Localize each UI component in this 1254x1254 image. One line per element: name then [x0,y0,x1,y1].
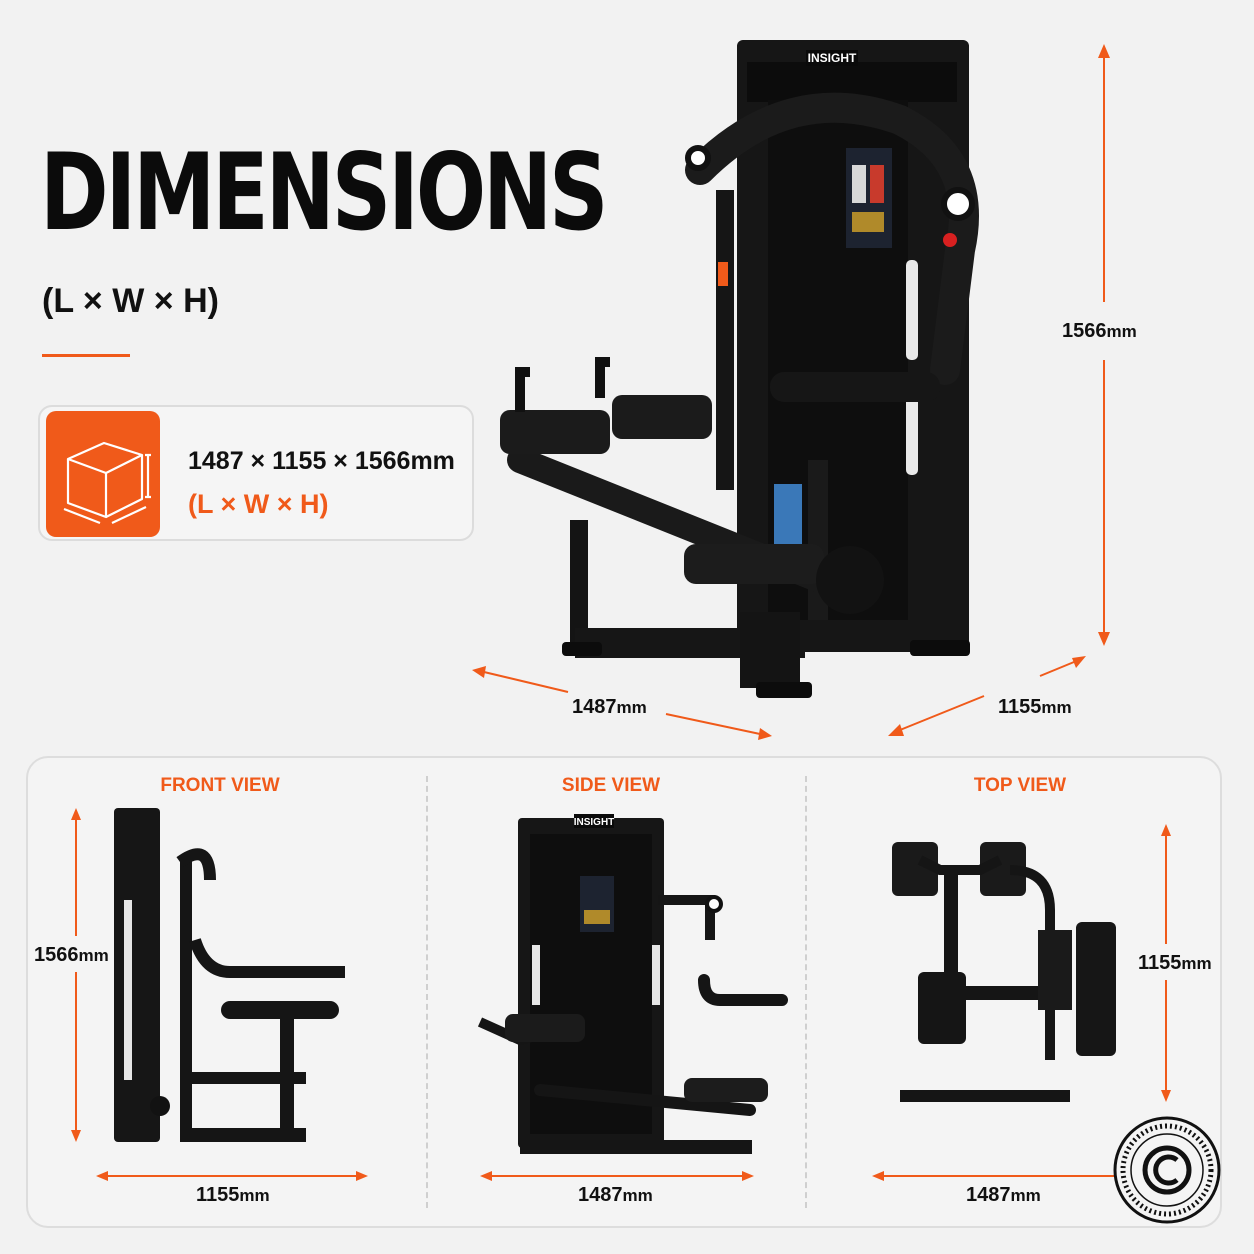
length-value: 1487 [572,696,617,718]
front-view-height-value: 1566 [34,944,79,966]
front-view-width-label: 1155mm [196,1184,270,1207]
front-view-height-unit: mm [78,946,109,965]
spec-dimensions: 1487 × 1155 × 1566mm [188,447,455,475]
side-view-machine: INSIGHT [477,814,788,1154]
width-dimension-label: 1155mm [998,696,1072,719]
front-view-height-label: 1566mm [34,944,109,967]
top-view-title: TOP VIEW [973,775,1067,796]
top-view-length-unit: mm [1010,1186,1041,1205]
length-unit: mm [616,698,647,717]
side-view-length-label: 1487mm [578,1184,653,1207]
brand-logo: INSIGHT [808,51,857,65]
front-view-machine [114,808,345,1142]
length-dimension-label: 1487mm [572,696,647,719]
machine-illustration: INSIGHT [472,40,1110,740]
view-divider [805,776,807,1208]
spec-lwh-label: (L × W × H) [188,489,329,519]
side-view-length-value: 1487 [578,1184,623,1206]
view-divider [426,776,428,1208]
box-dimensions-icon [46,411,160,537]
width-value: 1155 [998,696,1042,718]
front-view-width-unit: mm [239,1186,270,1205]
spec-card: 1487 × 1155 × 1566mm (L × W × H) [38,405,474,541]
page-title: DIMENSIONS [40,131,609,254]
width-unit: mm [1041,698,1072,717]
top-view-width-value: 1155 [1138,952,1182,974]
top-view-width-unit: mm [1181,954,1212,973]
top-view-machine [892,842,1116,1102]
copyright-seal-icon [1113,1116,1221,1224]
side-view-title: SIDE VIEW [561,775,661,796]
page-subtitle: (L × W × H) [42,282,219,320]
height-dimension-label: 1566mm [1062,320,1137,343]
accent-divider [42,354,130,357]
top-view-length-value: 1487 [966,1184,1011,1206]
top-view-width-label: 1155mm [1138,952,1212,975]
front-view-width-value: 1155 [196,1184,240,1206]
height-unit: mm [1106,322,1137,341]
front-view-title: FRONT VIEW [160,775,280,796]
height-value: 1566 [1062,320,1107,342]
side-view-length-unit: mm [622,1186,653,1205]
side-view-brand: INSIGHT [574,817,615,828]
top-view-length-label: 1487mm [966,1184,1041,1207]
